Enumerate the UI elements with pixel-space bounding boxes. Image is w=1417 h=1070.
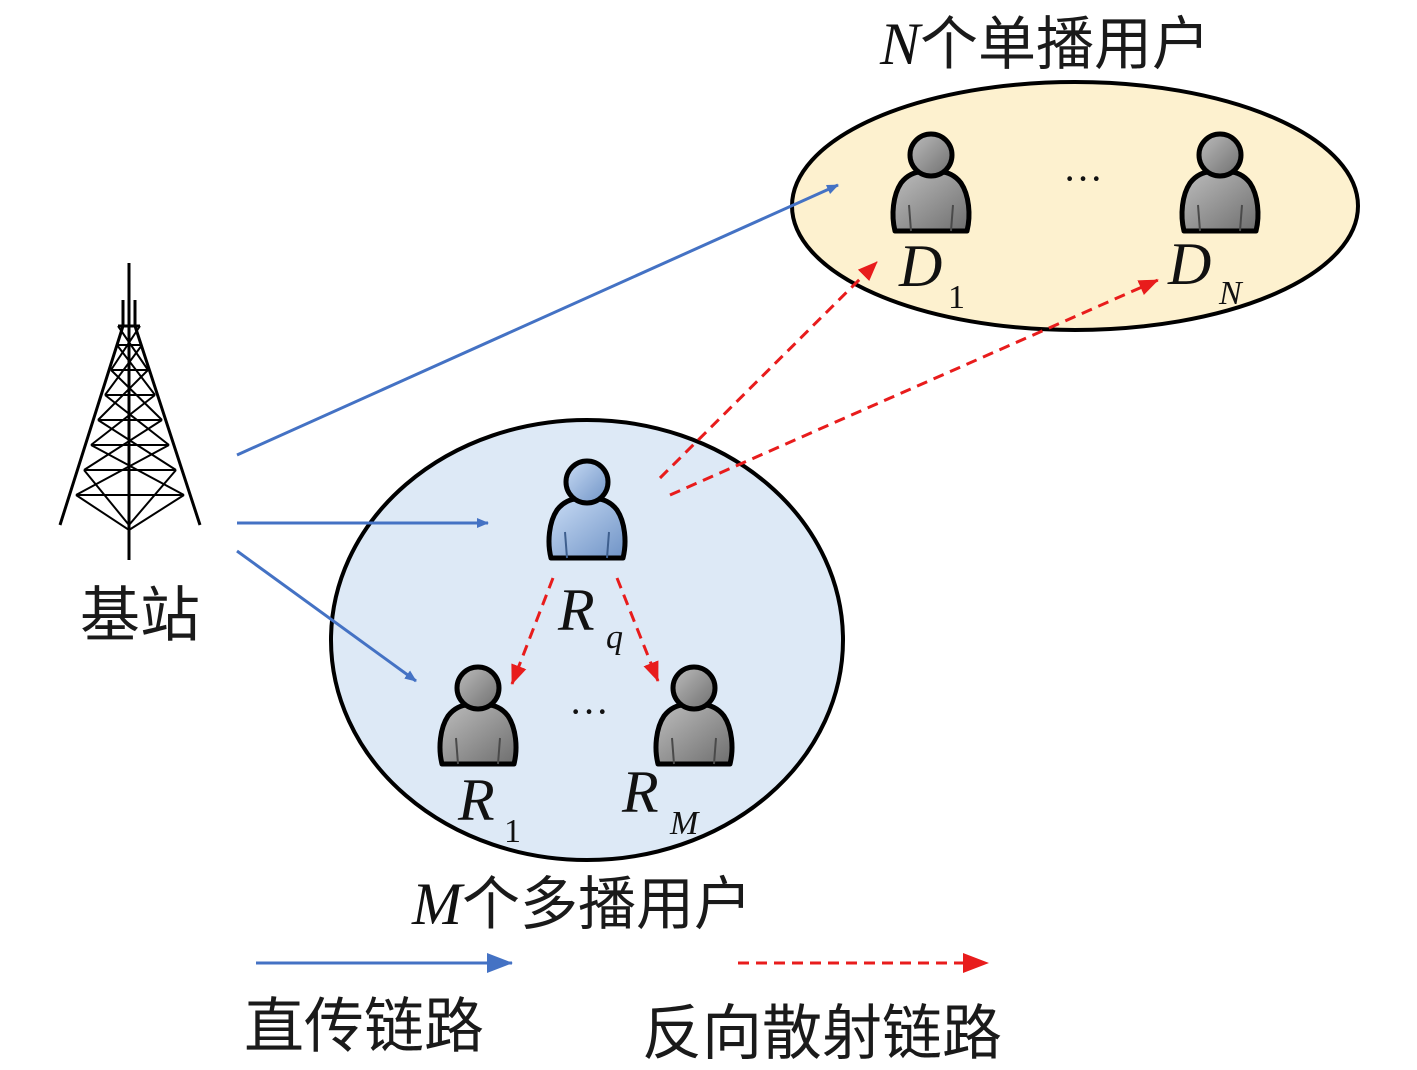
unicast-group-ellipse [790, 80, 1360, 332]
user-r1-sub: 1 [504, 813, 521, 850]
user-rm-sub: M [669, 805, 700, 842]
user-d1-sub: 1 [948, 279, 965, 316]
user-dn-label: D [1167, 231, 1211, 297]
user-r1-label: R [457, 767, 495, 833]
user-dn-sub: N [1218, 275, 1244, 312]
unicast-ellipsis: ··· [1063, 156, 1103, 201]
backscatter-link-rm [615, 577, 660, 682]
relay-sub: q [606, 619, 623, 656]
user-rm-label: R [621, 759, 659, 825]
user-d1-label: D [898, 233, 942, 299]
backscatter-link-r1 [510, 577, 555, 685]
direct-link-multicast [236, 549, 417, 683]
legend-direct-label: 直传链路 [244, 992, 484, 1062]
base-station-label: 基站 [80, 581, 200, 651]
multicast-ellipsis: ··· [569, 689, 609, 734]
multicast-group-title: M个多播用户 [411, 870, 752, 938]
backscatter-link-dn [669, 278, 1159, 497]
unicast-group-title: N个单播用户 [879, 10, 1210, 78]
tower-icon [58, 263, 202, 560]
backscatter-link-d1 [658, 260, 879, 480]
direct-link-unicast [236, 183, 839, 457]
relay-label: R [557, 577, 595, 643]
legend-backscatter-label: 反向散射链路 [642, 999, 1002, 1069]
